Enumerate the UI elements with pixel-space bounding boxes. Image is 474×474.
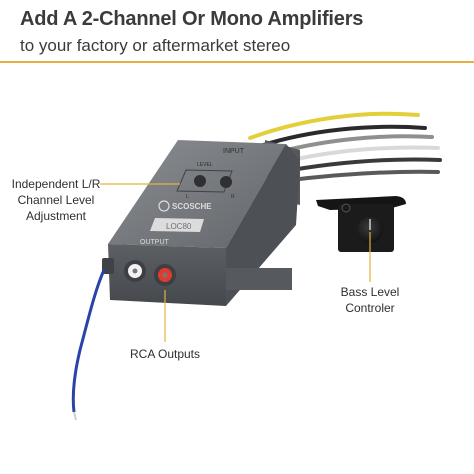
level-callout-line3: Adjustment bbox=[25, 209, 87, 223]
bass-level-controller bbox=[316, 196, 406, 252]
input-label: INPUT bbox=[223, 148, 245, 155]
bass-callout: Bass Level Controler bbox=[330, 284, 410, 316]
headline: Add A 2-Channel Or Mono Amplifiers bbox=[20, 8, 364, 30]
brand-logo-icon bbox=[158, 200, 170, 212]
bass-callout-line1: Bass Level bbox=[340, 285, 400, 299]
output-label: OUTPUT bbox=[140, 239, 170, 246]
level-callout-line1: Independent L/R bbox=[11, 177, 101, 191]
right-level-pot-icon[interactable] bbox=[220, 176, 232, 188]
right-label: R bbox=[231, 194, 235, 200]
subheadline: to your factory or aftermarket stereo bbox=[20, 36, 291, 55]
model-label: LOC80 bbox=[166, 222, 192, 231]
rca-callout: RCA Outputs bbox=[120, 346, 210, 362]
brand-label: SCOSCHE bbox=[172, 202, 212, 211]
remote-wire-tip bbox=[73, 411, 77, 421]
level-callout-line2: Channel Level bbox=[17, 193, 95, 207]
model-plate bbox=[150, 218, 204, 232]
level-label: LEVEL bbox=[197, 162, 213, 168]
remote-wire bbox=[71, 269, 106, 413]
bass-callout-line2: Controler bbox=[345, 301, 395, 315]
left-label: L bbox=[186, 194, 189, 200]
rca-jacks bbox=[124, 260, 176, 286]
level-callout: Independent L/R Channel Level Adjustment bbox=[8, 176, 104, 224]
accent-rule bbox=[0, 61, 474, 63]
rca-callout-text: RCA Outputs bbox=[129, 347, 201, 361]
left-level-pot-icon[interactable] bbox=[194, 175, 206, 187]
input-wires bbox=[248, 111, 442, 183]
